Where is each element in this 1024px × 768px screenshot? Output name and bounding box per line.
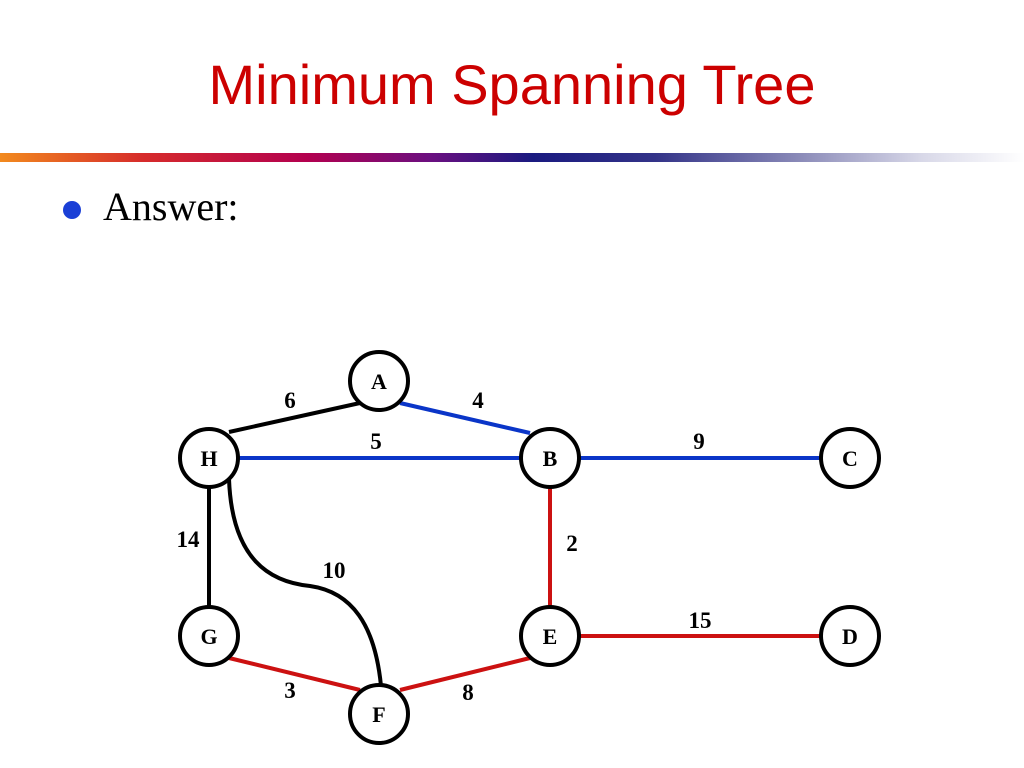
node-label: B	[543, 446, 558, 471]
node-label: C	[842, 446, 858, 471]
node-circle	[519, 605, 581, 667]
edge-weight-h-g: 14	[177, 527, 201, 552]
node-a: A	[348, 350, 410, 412]
weights-layer: 6 4 5 9 14 10 2 15 3 8	[177, 388, 712, 705]
node-label: A	[371, 369, 387, 394]
edge-g-f	[228, 656, 361, 692]
node-circle	[819, 427, 881, 489]
node-d: D	[819, 605, 881, 667]
edge-weight-g-f: 3	[284, 678, 296, 703]
edge-weight-h-b: 5	[370, 429, 382, 454]
node-f: F	[348, 683, 410, 745]
edge-weight-h-f: 10	[323, 558, 346, 583]
node-circle	[348, 683, 410, 745]
edge-weight-b-e: 2	[566, 531, 578, 556]
node-circle	[348, 350, 410, 412]
node-circle	[178, 427, 240, 489]
node-circle	[178, 605, 240, 667]
node-b: B	[519, 427, 581, 489]
bullet-text: Answer:	[103, 184, 239, 229]
slide-title: Minimum Spanning Tree	[208, 53, 816, 116]
edge-weight-h-a: 6	[284, 388, 296, 413]
title-divider	[0, 153, 1024, 162]
nodes-layer: A B C D E F G H	[178, 350, 881, 745]
node-e: E	[519, 605, 581, 667]
node-label: F	[372, 702, 385, 727]
edges-layer	[207, 401, 821, 692]
edge-weight-b-c: 9	[693, 429, 705, 454]
node-c: C	[819, 427, 881, 489]
edge-a-b	[399, 401, 531, 435]
node-circle	[519, 427, 581, 489]
edge-weight-f-e: 8	[462, 680, 474, 705]
node-label: D	[842, 624, 858, 649]
edge-h-f	[227, 478, 383, 687]
edge-weight-e-d: 15	[689, 608, 712, 633]
node-label: G	[200, 624, 217, 649]
node-label: E	[543, 624, 558, 649]
node-label: H	[200, 446, 217, 471]
node-circle	[819, 605, 881, 667]
node-h: H	[178, 427, 240, 489]
edge-weight-a-b: 4	[472, 388, 484, 413]
edge-h-a	[228, 401, 361, 434]
bullet-dot-icon	[63, 201, 81, 219]
edge-f-e	[399, 656, 531, 692]
node-g: G	[178, 605, 240, 667]
